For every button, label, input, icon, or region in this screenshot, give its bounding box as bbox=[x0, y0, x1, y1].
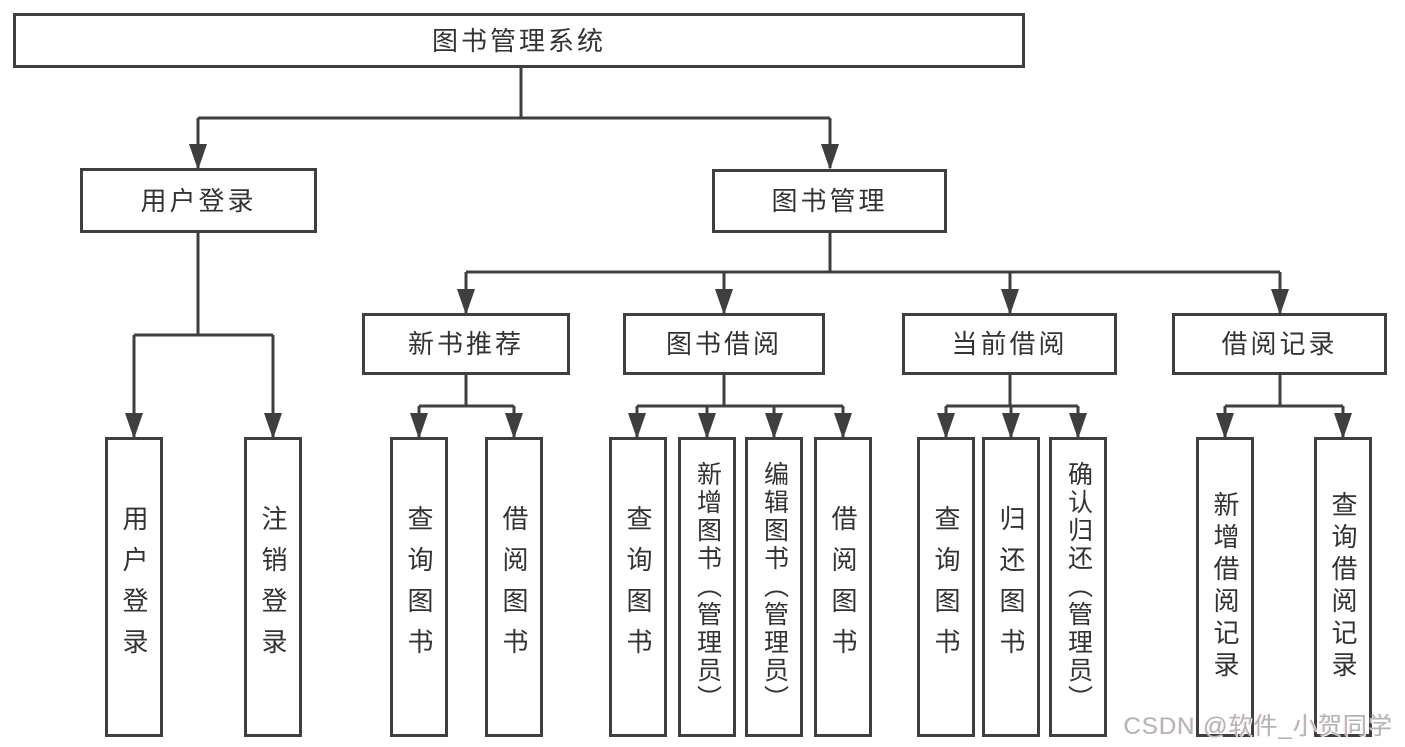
node-book-borrowing: 图书借阅 bbox=[623, 313, 825, 375]
leaf-confirm-return-admin: 确认归还（管理员） bbox=[1049, 437, 1107, 737]
leaf-query-borrow-record: 查询借阅记录 bbox=[1314, 437, 1372, 737]
leaf-edit-book-admin: 编辑图书（管理员） bbox=[745, 437, 803, 737]
leaf-query-books-recommend: 查询图书 bbox=[390, 437, 448, 737]
leaf-query-books-borrowing: 查询图书 bbox=[609, 437, 667, 737]
node-book-management-system: 图书管理系统 bbox=[13, 13, 1025, 68]
watermark-text: CSDN @软件_小贺同学 bbox=[1123, 713, 1393, 740]
node-book-management: 图书管理 bbox=[712, 169, 947, 233]
leaf-user-login: 用户登录 bbox=[105, 437, 163, 737]
node-new-book-recommend: 新书推荐 bbox=[362, 313, 570, 375]
node-user-login: 用户登录 bbox=[80, 168, 317, 233]
leaf-borrow-books-recommend: 借阅图书 bbox=[485, 437, 543, 737]
leaf-query-books-current: 查询图书 bbox=[917, 437, 975, 737]
node-borrow-records: 借阅记录 bbox=[1172, 313, 1387, 375]
arrowhead-icons bbox=[125, 144, 1352, 439]
leaf-return-books: 归还图书 bbox=[982, 437, 1040, 737]
leaf-add-book-admin: 新增图书（管理员） bbox=[678, 437, 736, 737]
leaf-add-borrow-record: 新增借阅记录 bbox=[1196, 437, 1254, 737]
leaf-borrow-books-borrowing: 借阅图书 bbox=[814, 437, 872, 737]
node-current-borrowing: 当前借阅 bbox=[902, 313, 1117, 375]
leaf-logout: 注销登录 bbox=[244, 437, 302, 737]
